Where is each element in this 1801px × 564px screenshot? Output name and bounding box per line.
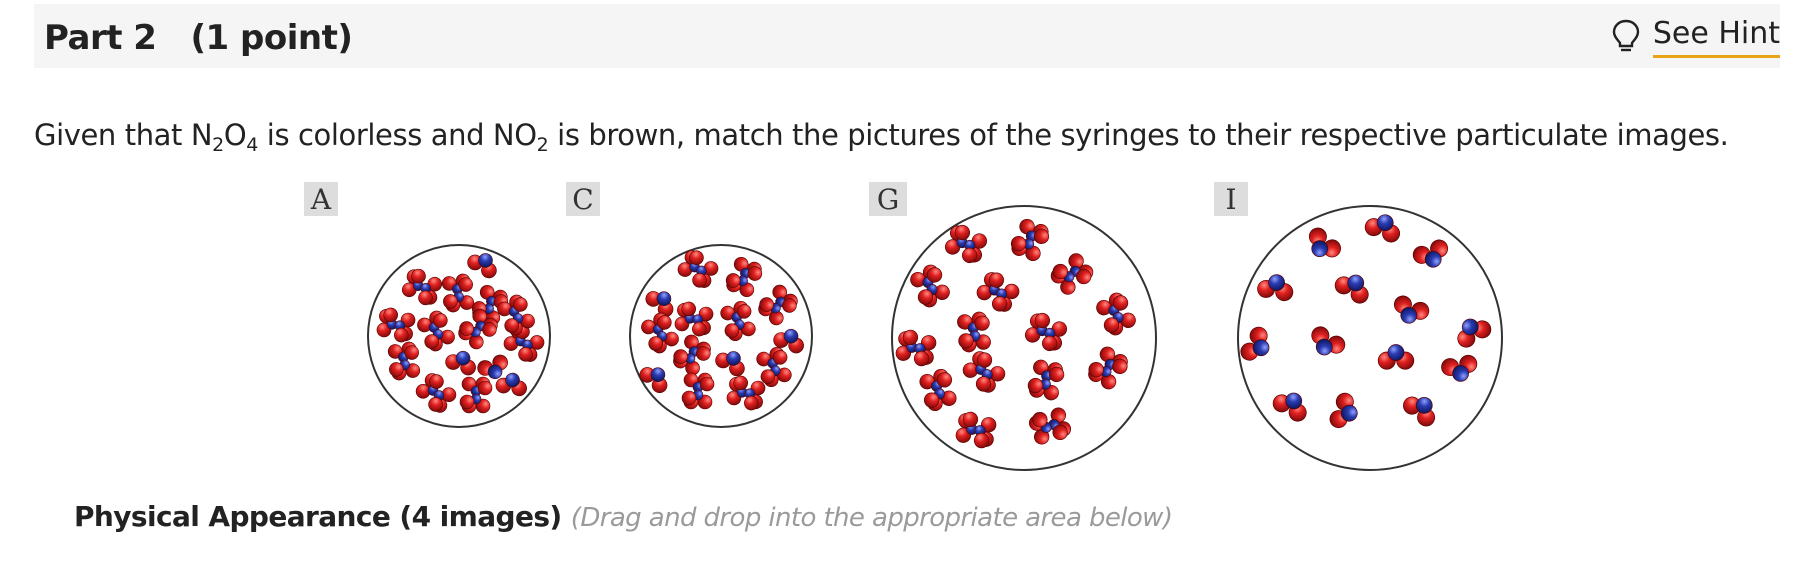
n2o4-molecule [758,284,798,326]
no2-molecule [1403,396,1436,427]
n2o4-molecule [725,256,763,298]
n2o4-molecule [1028,407,1072,445]
no2-molecule [1334,274,1369,304]
question-sub-no2: 2 [536,134,549,156]
n2o4-molecule [957,311,991,353]
n2o4-molecule [674,301,714,337]
image-label-i: I [1214,182,1248,216]
n2o4-molecule [417,310,455,352]
no2-molecule [1311,326,1346,356]
question-text: Given that N2O4 is colorless and NO2 is … [34,118,1729,156]
particulate-image-c[interactable] [628,243,814,429]
particulate-image-a[interactable] [366,243,552,429]
n2o4-molecule [962,351,1006,393]
n2o4-molecule [895,329,937,367]
no2-molecule [1457,318,1492,348]
no2-molecule [715,351,745,377]
question-suffix: is brown, match the pictures of the syri… [548,118,1729,152]
n2o4-molecule [415,373,457,413]
no2-molecule [1377,344,1415,370]
lightbulb-icon [1612,19,1640,52]
no2-molecule [445,350,476,376]
n2o4-molecule [1024,312,1068,352]
no2-molecule [1412,239,1449,268]
no2-molecule [1364,214,1401,243]
n2o4-molecule [497,294,535,336]
n2o4-molecule [376,307,416,343]
no2-molecule [1329,392,1358,429]
n2o4-molecule [910,264,950,308]
no2-molecule [1272,392,1307,422]
n2o4-molecule [681,372,715,410]
question-sub-n2: 2 [212,134,224,156]
n2o4-molecule [1050,253,1094,295]
no2-molecule [495,372,527,397]
n2o4-molecule [673,334,711,376]
n2o4-molecule [726,375,766,411]
n2o4-molecule [1010,218,1050,262]
part-header: Part 2 (1 point) See Hint [34,4,1780,68]
n2o4-molecule [387,341,421,381]
question-sub-o4: 4 [246,134,258,156]
no2-molecule [1393,295,1430,324]
n2o4-molecule [919,368,957,412]
n2o4-molecule [1088,346,1128,390]
no2-molecule [467,253,497,279]
no2-molecule [639,367,668,394]
no2-molecule [1308,227,1341,258]
question-o: O [223,118,247,152]
section-hint: (Drag and drop into the appropriate area… [570,503,1173,533]
n2o4-molecule [976,272,1020,312]
image-label-c: C [566,182,600,216]
see-hint-label[interactable]: See Hint [1652,16,1780,58]
n2o4-molecule [1027,359,1065,401]
image-label-g: G [869,182,907,216]
n2o4-molecule [401,268,443,306]
section-title-text: Physical Appearance (4 images) [74,500,562,533]
n2o4-molecule [459,376,493,414]
no2-molecule [1240,326,1270,361]
n2o4-molecule [503,324,545,362]
n2o4-molecule [756,346,792,388]
no2-molecule [1257,274,1294,302]
particulate-image-i[interactable] [1236,204,1504,472]
n2o4-molecule [955,411,997,449]
part-title: Part 2 (1 point) [44,18,353,58]
no2-molecule [477,354,508,380]
see-hint-button[interactable]: See Hint [1611,14,1780,60]
n2o4-molecule [1096,292,1136,336]
no2-molecule [773,328,804,354]
n2o4-molecule [677,250,719,288]
question-prefix: Given that N [34,118,213,152]
n2o4-molecule [641,312,679,354]
no2-molecule [645,291,674,318]
particulate-image-g[interactable] [890,204,1158,472]
n2o4-molecule [720,300,756,342]
particulate-frame [1237,205,1503,471]
n2o4-molecule [441,273,475,313]
question-mid: is colorless and NO [257,118,537,152]
n2o4-molecule [944,224,988,264]
section-title: Physical Appearance (4 images) (Drag and… [74,500,1173,533]
image-label-a: A [304,182,338,216]
n2o4-molecule [458,308,498,350]
no2-molecule [1441,354,1478,382]
